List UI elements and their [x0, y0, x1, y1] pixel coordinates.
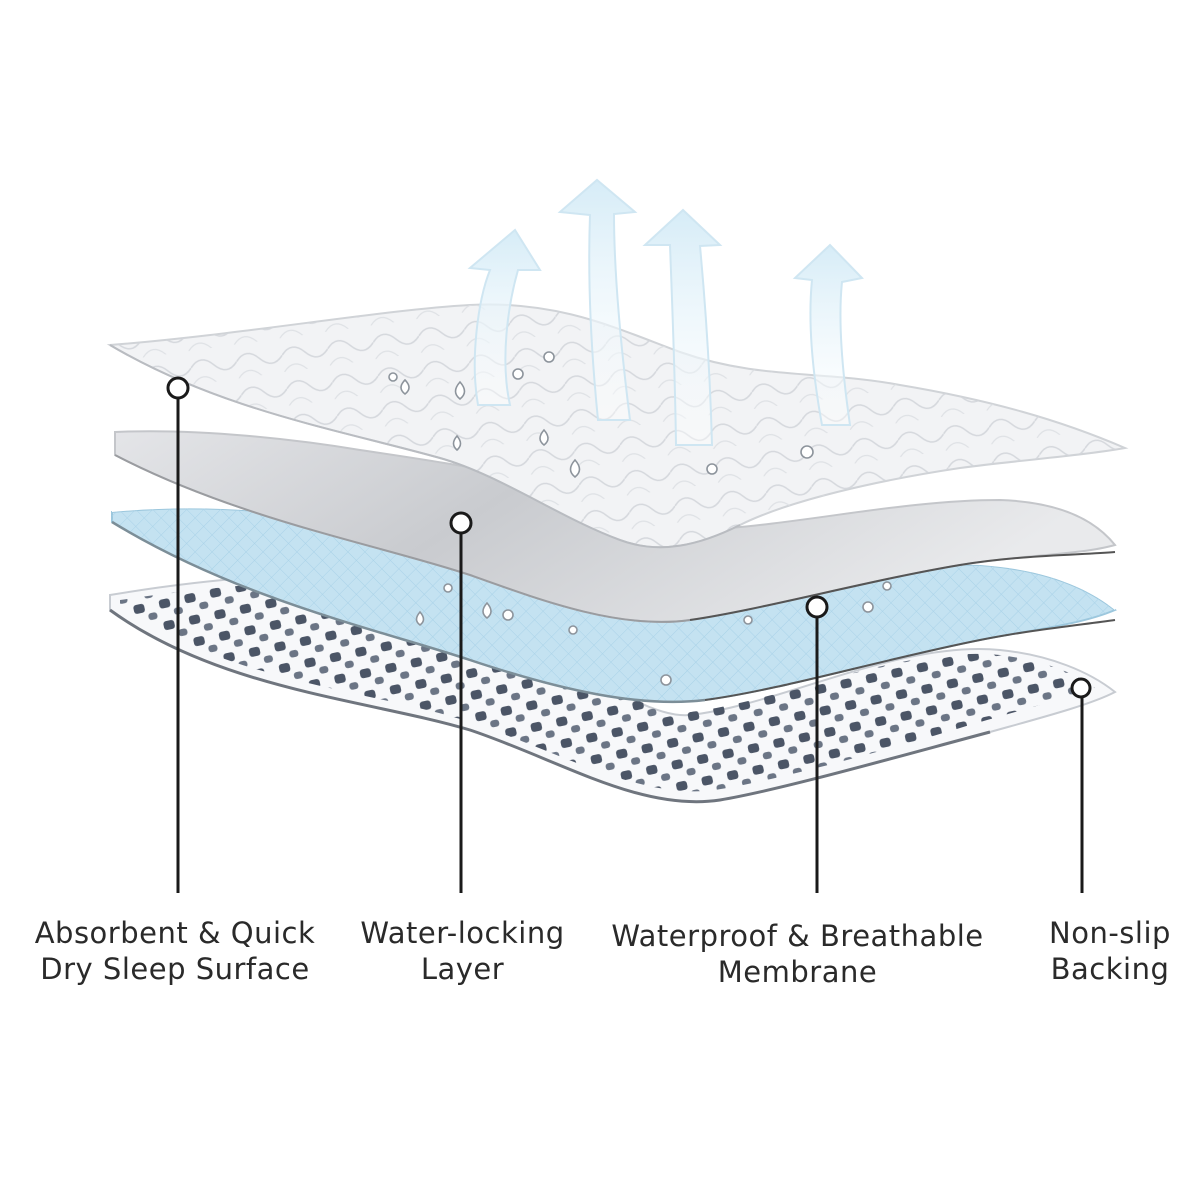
label-line: Backing: [1050, 952, 1170, 986]
water-drop-icon: [452, 434, 462, 452]
label-membrane: Waterproof & Breathable Membrane: [600, 918, 995, 990]
water-drop-icon: [502, 609, 514, 621]
water-drop-icon: [882, 581, 892, 591]
water-drop-icon: [660, 674, 672, 686]
water-drop-icon: [482, 601, 492, 620]
water-drop-icon: [512, 368, 524, 380]
water-drop-icon: [400, 378, 410, 396]
water-drop-icon: [388, 372, 398, 382]
label-line: Membrane: [717, 955, 878, 989]
vapor-arrow-icon: [642, 208, 723, 446]
label-line: Absorbent & Quick: [34, 916, 316, 950]
water-drop-icon: [706, 463, 718, 475]
water-drop-icon: [539, 428, 549, 447]
callout-dot-backing: [1070, 677, 1092, 699]
label-line: Layer: [420, 952, 505, 986]
callout-dot-membrane: [805, 595, 829, 619]
callout-dot-water-lock: [449, 511, 473, 535]
vapor-arrows: [467, 178, 864, 446]
water-drop-icon: [454, 380, 466, 401]
water-droplets: [388, 351, 892, 686]
label-water-locking: Water-locking Layer: [340, 915, 585, 987]
callout-dot-surface: [166, 376, 190, 400]
vapor-arrow-icon: [557, 178, 638, 421]
label-line: Non-slip: [1049, 916, 1171, 950]
water-drop-icon: [743, 615, 753, 625]
vapor-arrow-icon: [467, 228, 542, 406]
vapor-arrow-icon: [792, 243, 864, 426]
label-sleep-surface: Absorbent & Quick Dry Sleep Surface: [20, 915, 330, 987]
water-drop-icon: [569, 458, 581, 479]
water-drop-icon: [568, 625, 578, 635]
label-backing: Non-slip Backing: [1020, 915, 1200, 987]
water-drop-icon: [415, 610, 425, 626]
sleep-surface-layer: [106, 303, 1129, 549]
water-drop-icon: [800, 445, 814, 459]
callouts: [166, 376, 1092, 893]
label-line: Dry Sleep Surface: [40, 952, 310, 986]
water-drop-icon: [862, 601, 874, 613]
label-line: Water-locking: [360, 916, 565, 950]
water-drop-icon: [543, 351, 555, 363]
label-line: Waterproof & Breathable: [611, 919, 984, 953]
water-drop-icon: [443, 583, 453, 593]
